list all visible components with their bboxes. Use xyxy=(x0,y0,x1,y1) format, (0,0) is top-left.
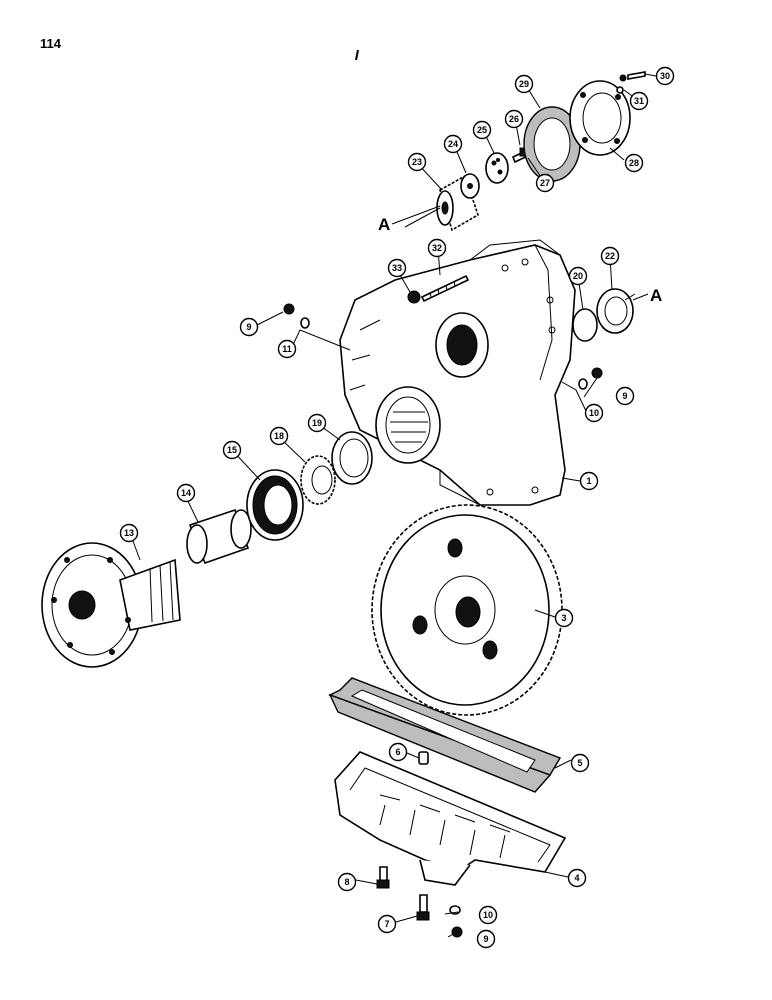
seal-part xyxy=(246,469,304,541)
page-number: 114 xyxy=(40,36,61,51)
nut-part xyxy=(407,290,421,304)
svg-text:9: 9 xyxy=(622,391,627,401)
callout-9-right: 9 xyxy=(615,386,635,406)
callout-14: 14 xyxy=(176,483,196,503)
svg-text:26: 26 xyxy=(509,114,519,124)
svg-text:15: 15 xyxy=(227,445,237,455)
cap-screw-part xyxy=(616,71,646,94)
svg-text:11: 11 xyxy=(282,344,292,354)
plug-upper-left-part xyxy=(283,303,295,315)
svg-text:32: 32 xyxy=(432,243,442,253)
svg-text:9: 9 xyxy=(483,934,488,944)
bearing-cone-part xyxy=(300,455,336,505)
svg-text:25: 25 xyxy=(477,125,487,135)
svg-text:A: A xyxy=(650,286,662,305)
washer-part xyxy=(460,173,480,199)
callout-22: 22 xyxy=(600,246,620,266)
callout-9-upper-left: 9 xyxy=(239,317,259,337)
svg-text:7: 7 xyxy=(384,919,389,929)
svg-text:27: 27 xyxy=(540,178,550,188)
callout-31: 31 xyxy=(629,91,649,111)
callout-8: 8 xyxy=(337,872,357,892)
svg-text:10: 10 xyxy=(483,910,493,920)
bearing-cup-part xyxy=(331,431,373,485)
dowel-part xyxy=(418,751,429,765)
svg-text:33: 33 xyxy=(392,263,402,273)
gasket-part xyxy=(328,677,562,793)
callout-19: 19 xyxy=(307,413,327,433)
oil-pan-part xyxy=(334,751,567,886)
plug-right-part xyxy=(591,367,603,379)
retainer-plate-part xyxy=(485,152,509,184)
callout-3: 3 xyxy=(554,608,574,628)
callout-11: 11 xyxy=(277,339,297,359)
svg-text:8: 8 xyxy=(344,877,349,887)
callout-15: 15 xyxy=(222,440,242,460)
callout-9-bottom: 9 xyxy=(476,929,496,949)
callout-4: 4 xyxy=(567,868,587,888)
callout-5: 5 xyxy=(570,753,590,773)
callout-7: 7 xyxy=(377,914,397,934)
washer-right-part xyxy=(578,378,588,390)
callout-28: 28 xyxy=(624,153,644,173)
svg-text:24: 24 xyxy=(448,139,458,149)
svg-text:3: 3 xyxy=(561,613,566,623)
sleeve-part xyxy=(186,508,252,565)
svg-text:5: 5 xyxy=(577,758,582,768)
svg-text:6: 6 xyxy=(395,747,400,757)
bearing-cup-right-part xyxy=(572,308,598,342)
flange-shaft-part xyxy=(41,542,181,668)
svg-text:31: 31 xyxy=(634,96,644,106)
ref-a-left-arrow xyxy=(391,205,441,225)
ref-a-right: A xyxy=(650,286,662,305)
washer-upper-left-part xyxy=(300,317,310,329)
bolt-7-part xyxy=(416,894,430,921)
callout-1: 1 xyxy=(579,471,599,491)
seal-right-part xyxy=(596,288,634,334)
large-gear-part xyxy=(371,504,563,716)
callout-27: 27 xyxy=(535,173,555,193)
callout-29: 29 xyxy=(514,74,534,94)
callout-13: 13 xyxy=(119,523,139,543)
housing-part xyxy=(339,239,576,506)
callout-30: 30 xyxy=(655,66,675,86)
svg-text:14: 14 xyxy=(181,488,191,498)
callout-26: 26 xyxy=(504,109,524,129)
svg-text:10: 10 xyxy=(589,408,599,418)
bolt-8-part xyxy=(376,866,390,889)
svg-text:9: 9 xyxy=(246,322,251,332)
callout-33: 33 xyxy=(387,258,407,278)
callout-20: 20 xyxy=(568,266,588,286)
svg-text:22: 22 xyxy=(605,251,615,261)
callout-23: 23 xyxy=(407,152,427,172)
callout-25: 25 xyxy=(472,120,492,140)
svg-text:20: 20 xyxy=(573,271,583,281)
callout-6: 6 xyxy=(388,742,408,762)
stray-mark xyxy=(355,49,359,61)
svg-text:A: A xyxy=(378,215,390,234)
callout-24: 24 xyxy=(443,134,463,154)
callout-18: 18 xyxy=(269,426,289,446)
svg-text:18: 18 xyxy=(274,431,284,441)
svg-text:13: 13 xyxy=(124,528,134,538)
ref-a-left: A xyxy=(378,215,390,234)
svg-text:30: 30 xyxy=(660,71,670,81)
svg-text:28: 28 xyxy=(629,158,639,168)
svg-text:4: 4 xyxy=(574,873,579,883)
svg-text:19: 19 xyxy=(312,418,322,428)
svg-text:1: 1 xyxy=(586,476,591,486)
callout-10-right: 10 xyxy=(584,403,604,423)
svg-text:29: 29 xyxy=(519,79,529,89)
gasket-ring-part xyxy=(523,106,581,182)
callout-10-bottom: 10 xyxy=(478,905,498,925)
svg-text:23: 23 xyxy=(412,157,422,167)
ref-a-right-arrow xyxy=(632,293,649,301)
cover-part xyxy=(569,80,631,156)
callout-32: 32 xyxy=(427,238,447,258)
stud-part xyxy=(420,274,470,303)
